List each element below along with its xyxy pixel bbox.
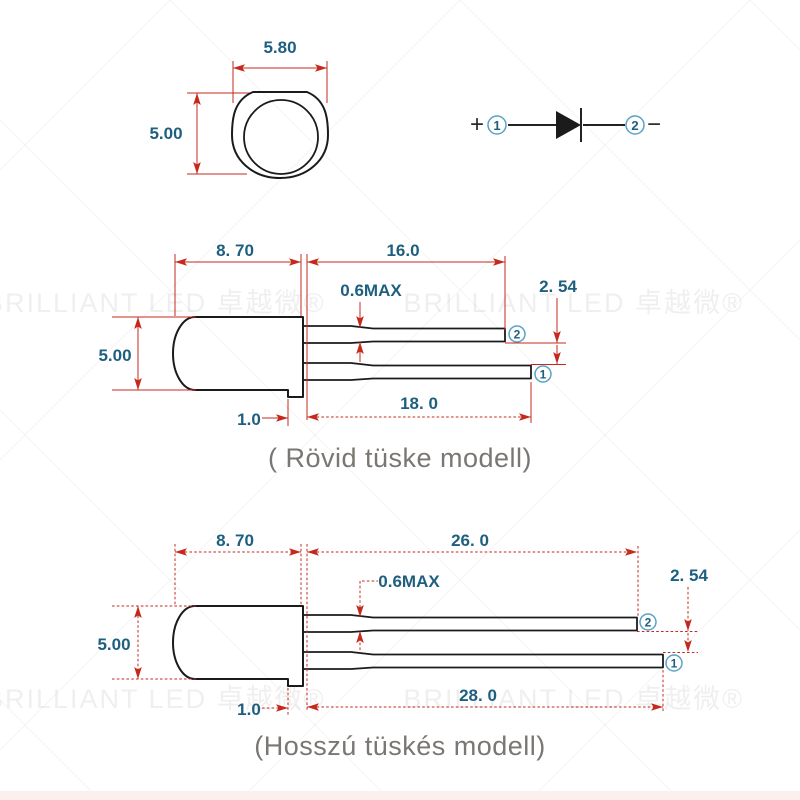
anode-lead — [302, 362, 532, 381]
long-pin-model: 8. 70 26. 0 0.6MAX 5.00 2. 54 1.0 — [97, 531, 708, 719]
cathode-lead-length-label: 16.0 — [386, 241, 419, 260]
pin1-badge-circle — [665, 654, 683, 672]
cathode-lead — [302, 325, 506, 344]
pin1-badge-circle — [534, 365, 552, 383]
pin2-badge-number: 2 — [514, 328, 521, 342]
flange-width-label: 1.0 — [237, 410, 261, 429]
flange-width-label: 1.0 — [237, 700, 261, 719]
lens-inner-outline — [243, 99, 319, 175]
pin1-badge-number: 1 — [493, 118, 500, 133]
lead-pitch-label: 2. 54 — [670, 566, 708, 585]
plus-sign: + — [470, 111, 484, 138]
pin1-badge-number: 1 — [671, 657, 678, 671]
pin2-badge-circle — [639, 613, 657, 631]
pin1-badge-circle — [487, 115, 507, 135]
body-diameter-label: 5.00 — [97, 635, 130, 654]
bottom-edge-band — [0, 791, 800, 800]
lead-pitch-label: 2. 54 — [539, 277, 577, 296]
anode-lead-length-label: 28. 0 — [459, 686, 497, 705]
pin2-badge-circle — [625, 115, 645, 135]
anode-lead — [302, 651, 664, 670]
minus-sign: − — [647, 111, 661, 138]
anode-lead-length-label: 18. 0 — [400, 394, 438, 413]
cathode-lead — [302, 614, 638, 633]
top-view-height-label: 5.00 — [149, 124, 182, 143]
top-view-width-label: 5.80 — [263, 38, 296, 57]
lead-thickness-label: 0.6MAX — [340, 281, 402, 300]
pin2-badge-number: 2 — [645, 616, 652, 630]
short-pin-model: 8. 70 16.0 0.6MAX 5.00 1.0 18. 0 — [98, 241, 577, 429]
diode-triangle-icon — [556, 111, 581, 139]
led-body-outline — [172, 605, 304, 687]
diode-polarity-symbol: + 1 2 − — [470, 108, 661, 142]
body-length-label: 8. 70 — [216, 531, 254, 550]
led-body-outline — [172, 316, 304, 398]
long-model-caption: (Hosszú tüskés modell) — [254, 731, 546, 761]
pin2-badge-number: 2 — [631, 118, 638, 133]
lead-thickness-label: 0.6MAX — [378, 572, 440, 591]
top-view: 5.80 5.00 — [149, 38, 329, 179]
body-diameter-label: 5.00 — [98, 346, 131, 365]
pin1-badge-number: 1 — [540, 368, 547, 382]
body-length-label: 8. 70 — [216, 241, 254, 260]
short-model-caption: ( Rövid tüske modell) — [267, 443, 533, 473]
cathode-lead-length-label: 26. 0 — [451, 531, 489, 550]
pin2-badge-circle — [508, 325, 526, 343]
